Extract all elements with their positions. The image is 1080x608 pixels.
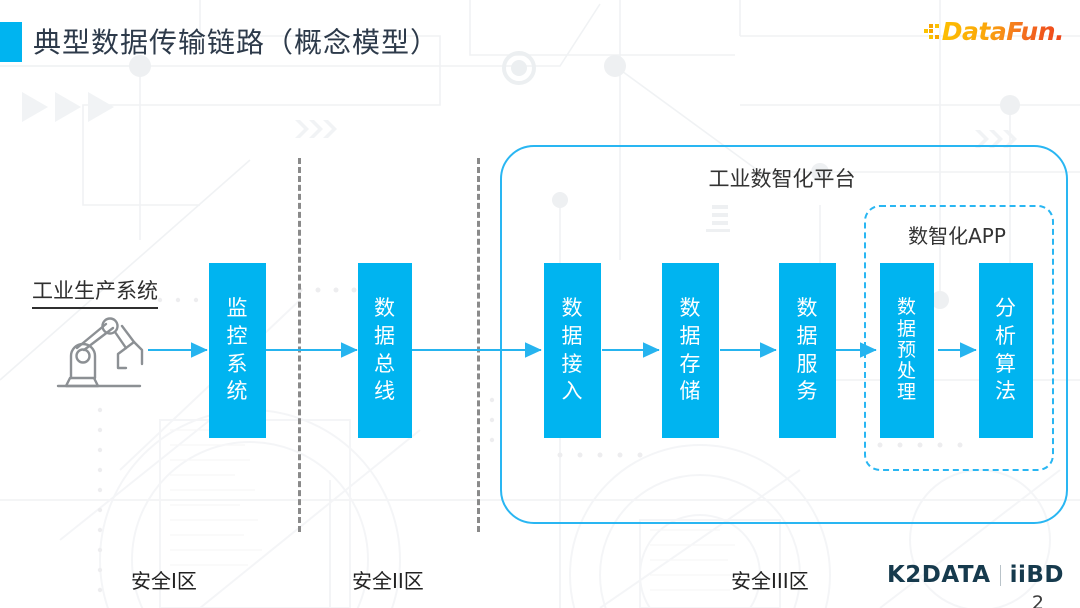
box-char: 据 — [679, 323, 702, 348]
box-char: 据 — [374, 323, 396, 348]
box-char: 据 — [561, 323, 584, 348]
iibd-text: iiBD — [1009, 562, 1064, 588]
datafun-dots-icon — [923, 23, 939, 39]
flow-box-data-bus[interactable]: 数 据 总 线 — [358, 263, 412, 438]
box-char: 数 — [896, 296, 917, 319]
box-char: 入 — [561, 379, 584, 404]
box-char: 服 — [796, 351, 819, 376]
box-char: 存 — [679, 351, 702, 376]
box-char: 线 — [374, 379, 396, 404]
flow-box-data-service[interactable]: 数 据 服 务 — [779, 263, 836, 438]
box-char: 据 — [796, 323, 819, 348]
logo-separator — [999, 564, 1001, 586]
triangle-icon — [22, 92, 48, 122]
platform-container — [500, 145, 1068, 524]
box-char: 系 — [226, 351, 249, 376]
zone-divider-2 — [477, 158, 480, 532]
source-system-label: 工业生产系统 — [32, 275, 158, 309]
box-char: 监 — [226, 296, 249, 321]
box-char: 算 — [995, 351, 1017, 376]
flow-box-data-ingest[interactable]: 数 据 接 入 — [544, 263, 601, 438]
zone-label-2: 安全II区 — [352, 569, 424, 593]
datafun-wordmark: DataFun. — [941, 16, 1065, 46]
title-accent-bar — [0, 22, 22, 62]
zone-label-3: 安全III区 — [731, 569, 809, 593]
box-char: 数 — [796, 296, 819, 321]
flow-box-analysis-algorithm[interactable]: 分 析 算 法 — [979, 263, 1033, 438]
triangle-icon — [55, 92, 81, 122]
flow-box-monitor[interactable]: 监 控 系 统 — [209, 263, 266, 438]
box-char: 储 — [679, 379, 702, 404]
zone-label-1: 安全I区 — [131, 569, 197, 593]
box-char: 数 — [374, 296, 396, 321]
box-char: 统 — [226, 379, 249, 404]
box-char: 法 — [995, 379, 1017, 404]
box-char: 分 — [995, 296, 1017, 321]
k2data-text: K2DATA — [886, 562, 991, 588]
box-char: 理 — [896, 381, 917, 404]
triangle-decoration — [22, 92, 114, 122]
k2data-logo: K2DATA iiBD — [887, 562, 1064, 588]
flow-box-data-storage[interactable]: 数 据 存 储 — [662, 263, 719, 438]
box-char: 数 — [561, 296, 584, 321]
triangle-icon — [88, 92, 114, 122]
page-number: 2 — [1031, 592, 1044, 608]
box-char: 析 — [995, 323, 1017, 348]
box-char: 控 — [226, 323, 249, 348]
app-label: 数智化APP — [908, 224, 1006, 248]
robot-arm-icon — [56, 317, 144, 388]
box-char: 据 — [896, 317, 917, 340]
zone-divider-1 — [298, 158, 301, 532]
box-char: 数 — [679, 296, 702, 321]
box-char: 务 — [796, 379, 819, 404]
app-container — [864, 205, 1054, 471]
box-char: 预 — [896, 338, 917, 361]
box-char: 接 — [561, 351, 584, 376]
datafun-logo: DataFun. — [923, 16, 1065, 46]
box-char: 处 — [896, 360, 917, 383]
page-title: 典型数据传输链路（概念模型） — [33, 26, 440, 59]
box-char: 总 — [374, 351, 396, 376]
platform-label: 工业数智化平台 — [708, 167, 856, 191]
iibd-wordmark: iiBD — [1010, 562, 1064, 588]
flow-box-data-preprocess[interactable]: 数 据 预 处 理 — [880, 263, 934, 438]
k2data-wordmark: K2DATA — [887, 562, 991, 588]
